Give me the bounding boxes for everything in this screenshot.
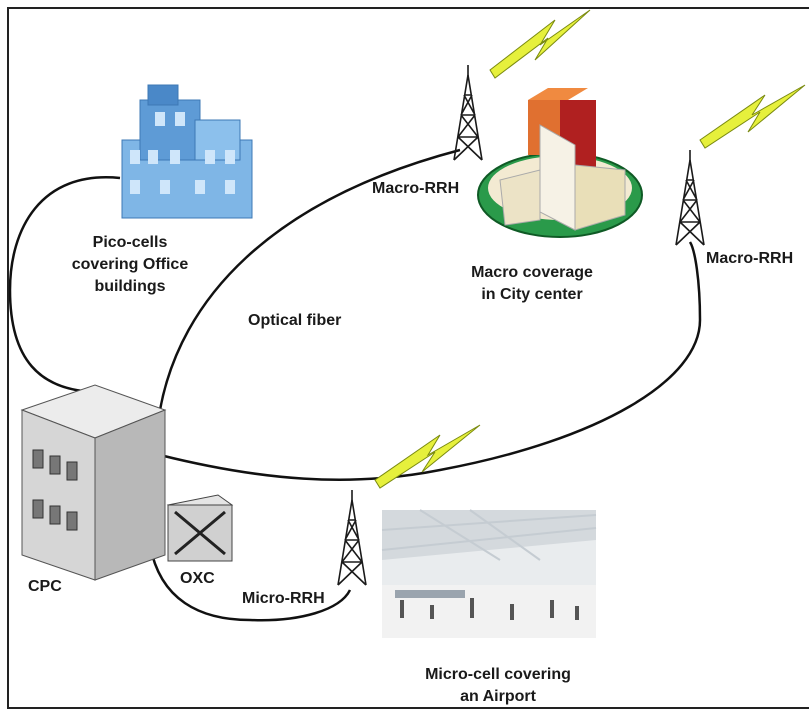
lightning-icon	[489, 9, 591, 79]
fiber-cpc-macro2	[159, 241, 702, 481]
tower-icon	[453, 65, 483, 161]
label-pico-line1: Pico-cells	[92, 234, 168, 251]
label-pico-line2: covering Office	[71, 256, 189, 273]
airport-image	[381, 509, 597, 638]
tower-icon	[675, 150, 705, 246]
label-macro-coverage: Macro coverage in City center	[452, 262, 612, 306]
label-macro-cov-line2: in City center	[481, 286, 583, 303]
fiber-pico-cpc	[8, 176, 121, 394]
label-oxc: OXC	[180, 570, 215, 587]
tower-icon	[337, 490, 367, 586]
label-pico-cells: Pico-cells covering Office buildings	[60, 232, 200, 298]
cpc-building-icon	[20, 384, 167, 581]
label-optical-fiber: Optical fiber	[248, 312, 342, 329]
fiber-cpc-micro	[148, 544, 352, 622]
label-cpc: CPC	[28, 578, 62, 595]
label-macro-cov-line1: Macro coverage	[471, 264, 593, 281]
towers	[337, 65, 705, 586]
fiber-cpc-macro1	[158, 148, 461, 411]
label-micro-rrh: Micro-RRH	[242, 590, 325, 607]
label-macro-rrh-2: Macro-RRH	[706, 250, 794, 267]
label-micro-cell: Micro-cell covering an Airport	[398, 664, 598, 708]
label-micro-cell-line1: Micro-cell covering	[425, 666, 571, 683]
lightning-icon	[374, 424, 481, 489]
diagram-border	[7, 7, 809, 709]
fiber-links	[8, 148, 702, 622]
office-building-icon	[121, 84, 253, 219]
lightning-icon	[699, 84, 806, 149]
label-micro-cell-line2: an Airport	[460, 688, 536, 705]
label-pico-line3: buildings	[94, 278, 166, 295]
label-macro-rrh-1: Macro-RRH	[372, 180, 460, 197]
city-center-icon	[477, 88, 643, 238]
lightning-bolts	[374, 9, 806, 489]
oxc-icon	[166, 494, 234, 562]
